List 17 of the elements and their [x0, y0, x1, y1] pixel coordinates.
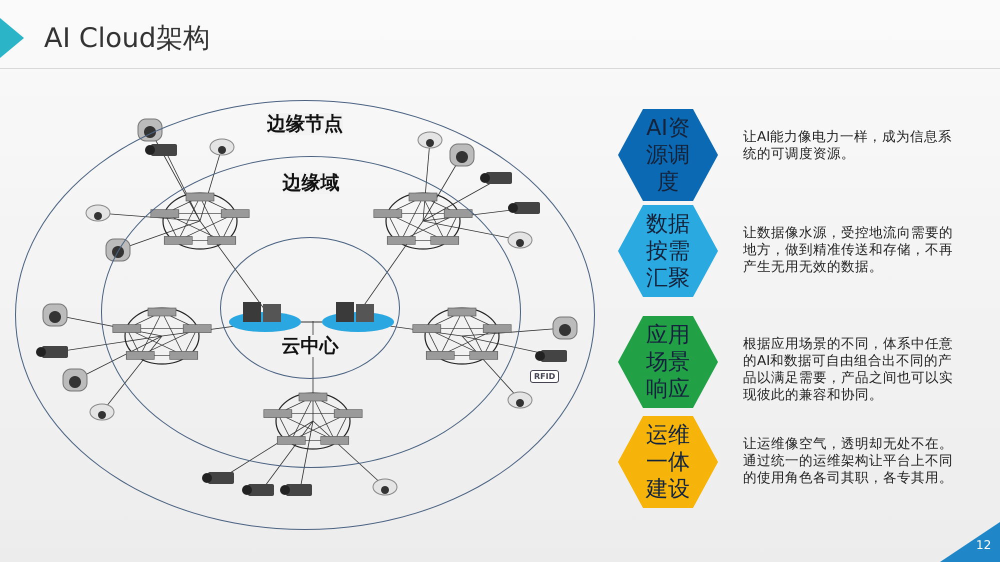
hexagon-label: AI资源调度 — [646, 114, 690, 196]
hexagon-label: 数据按需汇聚 — [646, 210, 690, 292]
zone-label: 云中心 — [282, 335, 338, 357]
tag-label: RFID — [530, 370, 560, 383]
description-text: 让数据像水源，受控地流向需要的地方，做到精准传送和存储，不再产生无用无效的数据。 — [743, 225, 954, 276]
zone-label: 边缘节点 — [267, 113, 343, 135]
zone-ellipse — [15, 100, 595, 530]
zone-ellipse — [220, 237, 400, 379]
page-number: 12 — [976, 538, 992, 552]
slide-title: AI Cloud架构 — [44, 22, 210, 56]
hexagon-label: 运维一体建设 — [646, 422, 690, 502]
description-text: 让运维像空气，透明却无处不在。通过统一的运维架构让平台上不同的使用角色各司其职，各专其用。 — [743, 436, 954, 487]
description-text: 让AI能力像电力一样，成为信息系统的可调度资源。 — [743, 129, 954, 163]
hexagon-label: 应用场景响应 — [646, 322, 690, 402]
description-text: 根据应用场景的不同，体系中任意的AI和数据可自由组合出不同的产品以满足需要，产品之间也可以实现彼此的兼容和协同。 — [743, 336, 954, 404]
zone-ellipse — [101, 156, 521, 468]
zone-label: 边缘域 — [282, 172, 340, 194]
